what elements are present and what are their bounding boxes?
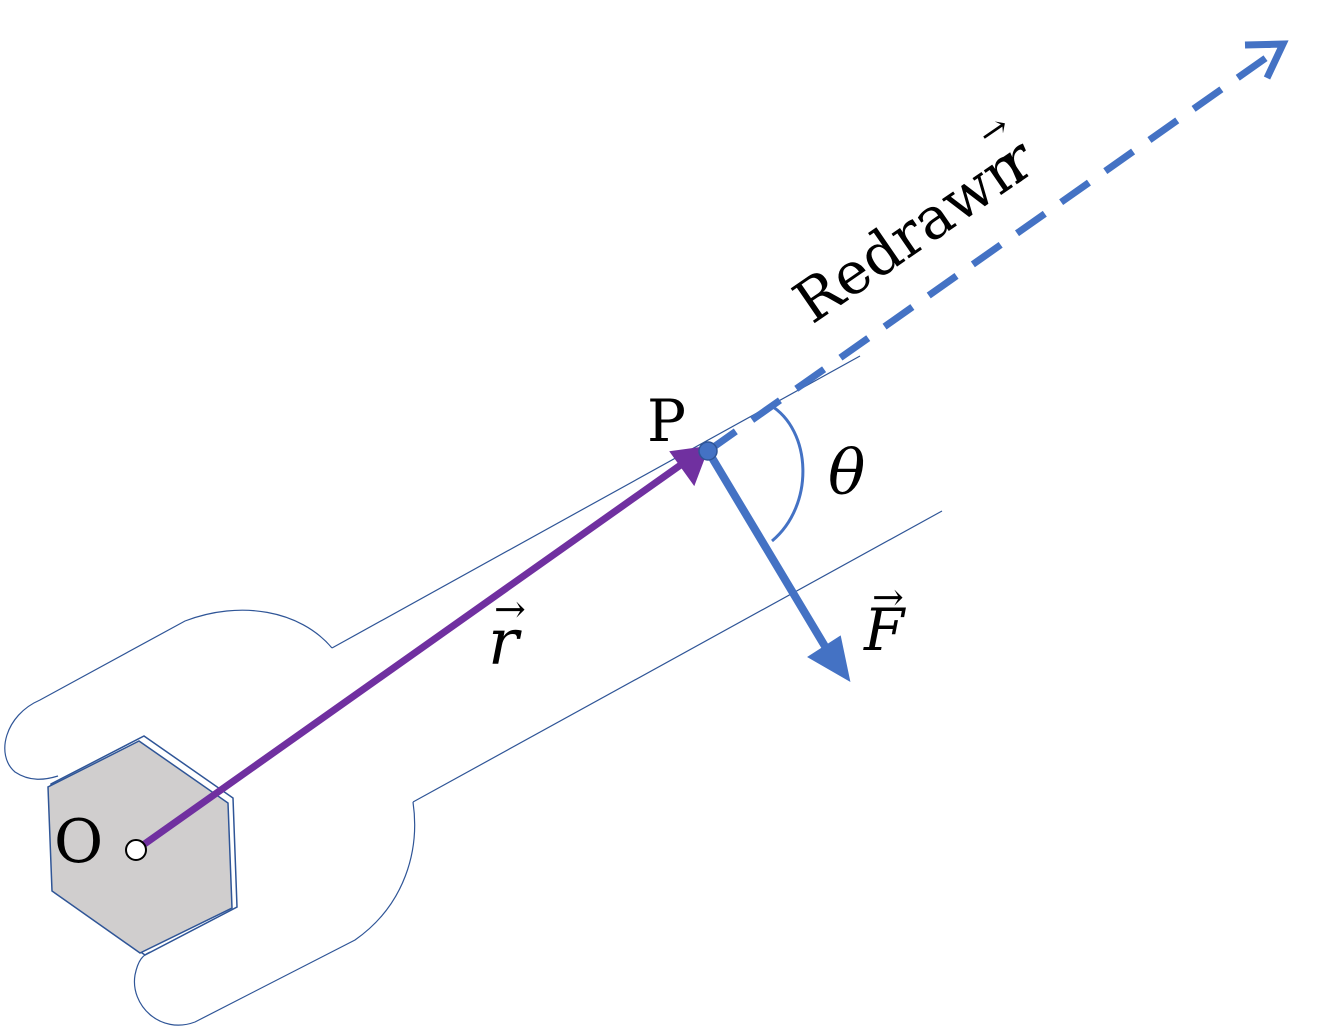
position-vector-symbol: r [488,606,522,680]
force-vector-shaft [704,448,830,651]
redrawn-r-vector [705,40,1289,454]
theta-angle-arc [769,403,805,543]
redrawn-r-arrowhead [1244,40,1289,80]
position-vector-label: → r [488,587,526,680]
position-vector-arrow-mark: → [494,587,526,631]
force-vector-label: → F [863,575,906,664]
hex-nut-shadow [50,735,238,956]
wrench-handle-upper-edge [331,355,861,649]
redrawn-r-dashed-line [705,45,1283,454]
position-vector-shaft [133,461,685,853]
point-p-dot [698,441,718,461]
point-p-label: P [647,387,686,455]
wrench-handle-lower-edge [412,510,943,803]
position-vector-arrowhead [669,445,710,487]
theta-label: θ [828,436,865,509]
force-vector [704,448,851,682]
wrench-head-upper-jaw [4,609,333,780]
redrawn-r-label: Redrawn → r [781,106,1048,336]
wrench-head-lower-jaw [133,801,416,1026]
origin-label: O [54,807,103,877]
origin-pivot-dot [125,839,147,861]
position-vector [133,445,710,853]
force-vector-arrow-mark: → [872,575,904,619]
force-vector-arrowhead [807,635,851,682]
force-vector-symbol: F [863,596,906,664]
